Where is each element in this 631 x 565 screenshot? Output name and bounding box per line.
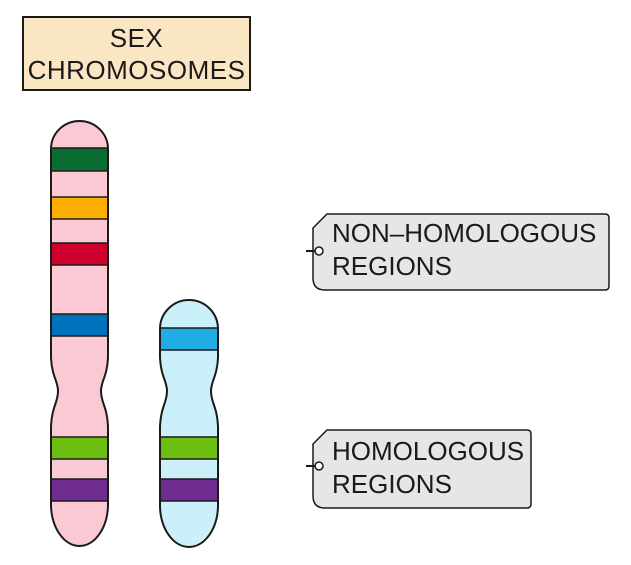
tag-eyelet-icon (314, 461, 324, 471)
label-line-1: NON–HOMOLOGOUS (332, 218, 597, 248)
homologous-tag (306, 429, 532, 509)
dark-green-band (51, 147, 108, 172)
non-homologous-tag (306, 213, 610, 291)
title-line-1: SEX (109, 22, 164, 53)
cyan-band (160, 327, 218, 351)
homologous-regions-label: HOMOLOGOUS REGIONS (332, 435, 524, 501)
y-chromosome (159, 299, 219, 548)
red-band (51, 242, 108, 266)
green-band (51, 436, 108, 460)
diagram-title: SEX CHROMOSOMES (22, 16, 251, 91)
label-line-2: REGIONS (332, 251, 452, 281)
blue-band (51, 313, 108, 337)
orange-band (51, 196, 108, 220)
tag-shape (312, 429, 532, 509)
x-chromosome (50, 120, 109, 548)
non-homologous-regions-label: NON–HOMOLOGOUS REGIONS (332, 217, 596, 283)
purple-band (160, 478, 218, 502)
label-line-1: HOMOLOGOUS (332, 436, 525, 466)
label-line-2: REGIONS (332, 469, 452, 499)
green-band (160, 436, 218, 460)
tag-eyelet-icon (314, 246, 324, 256)
tag-shape (312, 213, 610, 291)
title-line-2: CHROMOSOMES (27, 54, 246, 85)
x-chromosome-bands (51, 147, 108, 502)
y-chromosome-bands (160, 327, 218, 502)
purple-band (51, 478, 108, 502)
